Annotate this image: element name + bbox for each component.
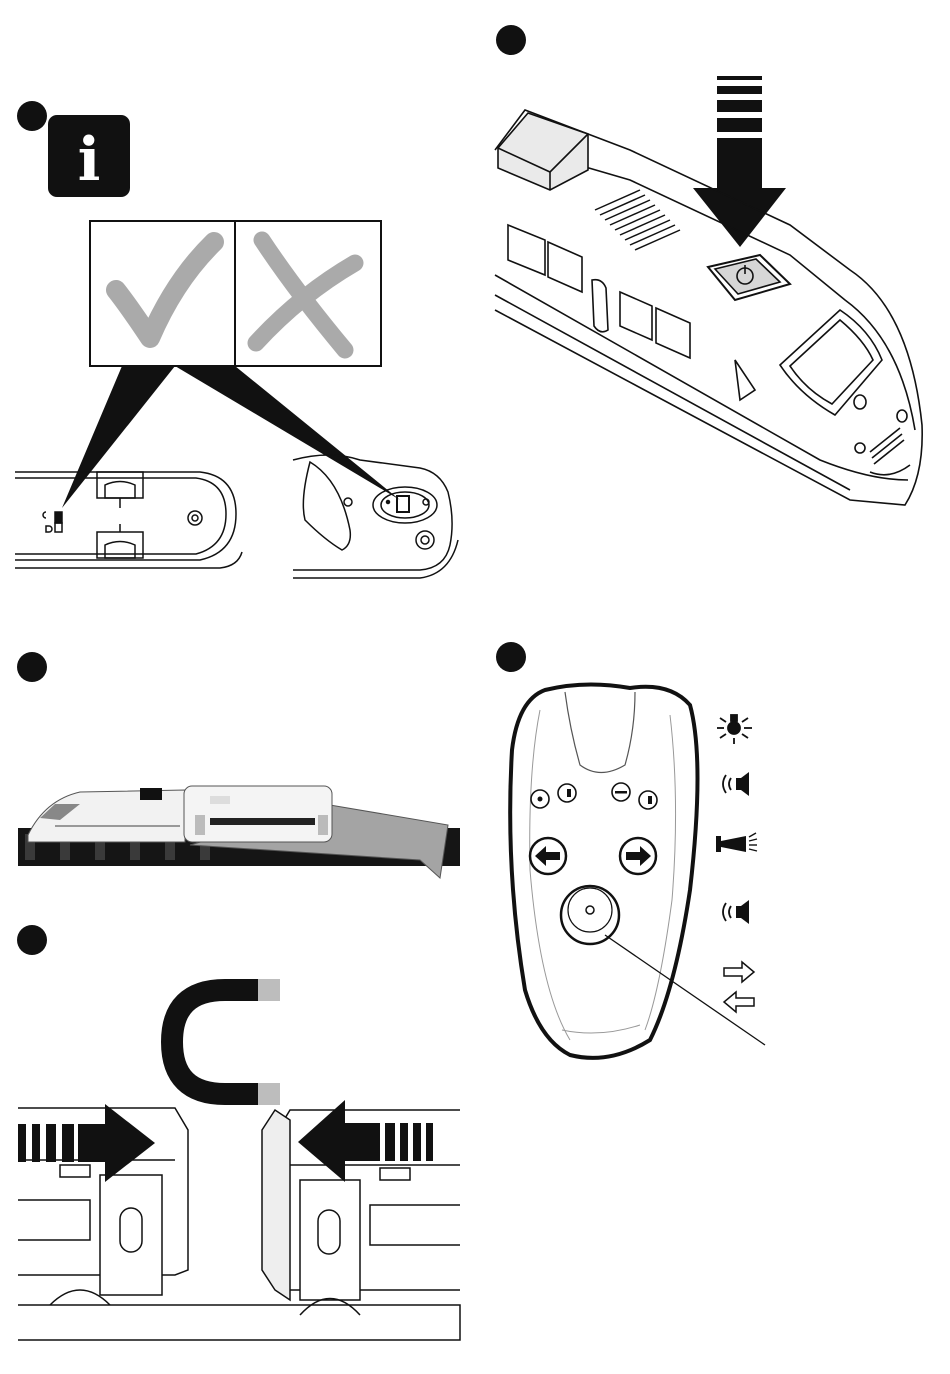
train-car-photo <box>184 786 332 842</box>
remote-sound-button-1[interactable] <box>558 784 576 802</box>
step-number-dot <box>496 642 526 672</box>
remote-sound-button-2[interactable] <box>639 791 657 809</box>
sound-icon <box>723 900 749 924</box>
press-down-arrow-icon <box>693 76 786 247</box>
locomotive-body <box>495 110 922 505</box>
remote-forward-button[interactable] <box>620 838 656 874</box>
remote-light-button[interactable] <box>531 790 549 808</box>
power-button-panel <box>490 60 940 520</box>
step-number-dot <box>17 652 47 682</box>
car-end-right <box>293 455 458 578</box>
rerailer-panel <box>0 760 470 880</box>
car-underside-left <box>15 472 242 568</box>
remote-horn-button[interactable] <box>612 783 630 801</box>
info-icon: i <box>48 115 130 197</box>
remote-reverse-button[interactable] <box>530 838 566 874</box>
sound-icon <box>723 772 749 796</box>
remote-speed-knob[interactable] <box>561 886 619 944</box>
horn-icon <box>716 833 757 852</box>
magnet-icon <box>172 979 280 1105</box>
push-right-arrow-icon <box>18 1104 155 1182</box>
step-number-dot <box>496 25 526 55</box>
light-icon <box>717 715 752 744</box>
switch-info-panel: i <box>0 100 470 590</box>
arrow-right-icon <box>724 962 754 982</box>
magnet-coupling-panel <box>0 970 470 1350</box>
push-left-arrow-icon <box>298 1100 433 1182</box>
train-locomotive-photo <box>28 788 185 842</box>
arrow-left-icon <box>724 992 754 1012</box>
remote-legend <box>712 710 772 1020</box>
step-number-dot <box>17 925 47 955</box>
info-glyph: i <box>78 125 101 195</box>
